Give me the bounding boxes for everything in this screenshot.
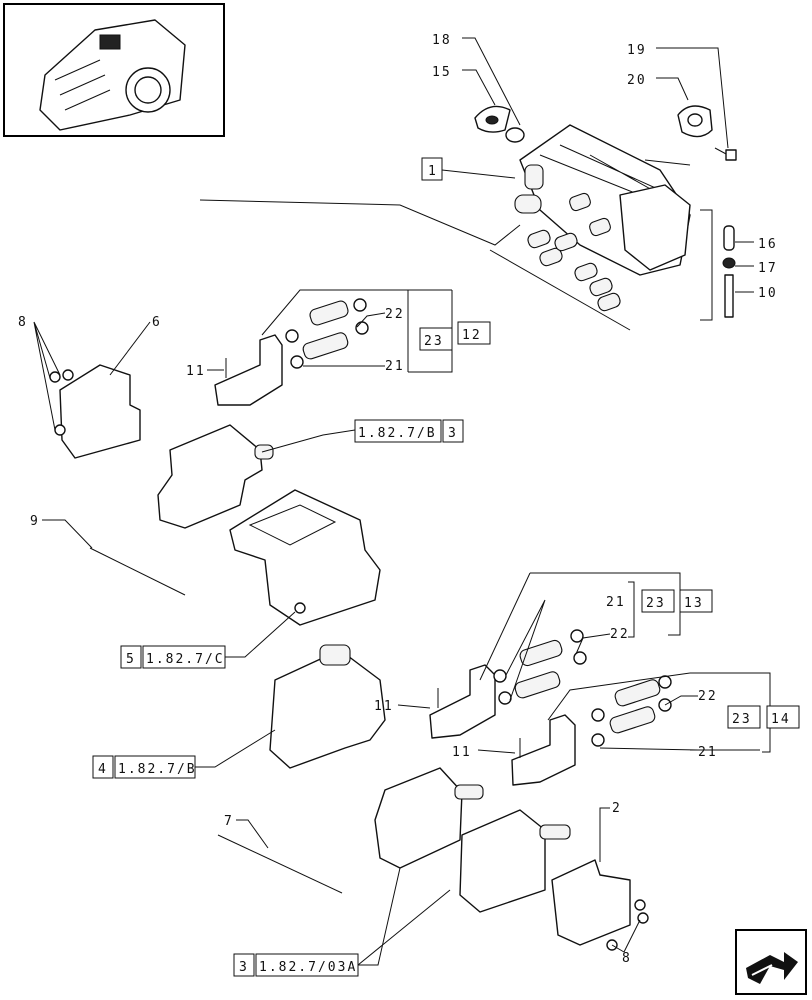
valve-body-lower-b [459, 809, 571, 913]
part-9-rod [89, 547, 186, 596]
svg-text:11: 11 [186, 364, 206, 379]
svg-text:1.82.7/B: 1.82.7/B [118, 762, 197, 777]
ref-1-82-7-B-upper[interactable]: 1.82.7/B [354, 419, 442, 443]
svg-text:1.82.7/C: 1.82.7/C [146, 652, 225, 667]
callout-23-lower[interactable]: 23 [727, 705, 761, 729]
svg-text:3: 3 [239, 960, 249, 975]
svg-text:8: 8 [622, 951, 632, 966]
part-19-bolt [714, 147, 737, 161]
part-6-plate [49, 364, 141, 459]
spool-group-12 [214, 298, 369, 406]
svg-text:10: 10 [758, 286, 778, 301]
svg-text:1: 1 [428, 164, 438, 179]
part-17-washer [722, 257, 736, 269]
part-16-bolt [723, 225, 735, 251]
callout-1[interactable]: 1 [421, 157, 443, 181]
callout-4[interactable]: 4 [92, 755, 114, 779]
svg-text:7: 7 [224, 814, 234, 829]
housing-part-5 [229, 489, 381, 626]
svg-text:2: 2 [612, 801, 622, 816]
part-7-rod [217, 834, 343, 894]
valve-body-part-4 [269, 644, 386, 769]
part-20-flange [677, 105, 713, 138]
plain-labels: 18 15 19 20 16 17 10 8 6 22 21 11 9 21 2… [18, 33, 778, 966]
part-18-oring [505, 127, 525, 143]
callout-13[interactable]: 13 [679, 589, 713, 613]
svg-text:3: 3 [448, 426, 458, 441]
svg-text:14: 14 [771, 712, 791, 727]
svg-text:18: 18 [432, 33, 452, 48]
ref-1-82-7-B-lower[interactable]: 1.82.7/B [114, 755, 197, 779]
valve-body-upper [157, 424, 274, 529]
spool-group-13 [429, 629, 587, 739]
callout-12[interactable]: 12 [457, 321, 491, 345]
control-valve-assembly [514, 124, 691, 312]
svg-text:21: 21 [385, 359, 405, 374]
svg-text:23: 23 [646, 596, 666, 611]
part-15-cover [474, 105, 511, 133]
svg-text:11: 11 [374, 699, 394, 714]
svg-text:17: 17 [758, 261, 778, 276]
svg-text:22: 22 [385, 307, 405, 322]
svg-text:8: 8 [18, 315, 28, 330]
svg-text:21: 21 [698, 745, 718, 760]
svg-text:5: 5 [126, 652, 136, 667]
page-navigation-arrow-icon[interactable] [735, 929, 807, 995]
leader-lines [33, 37, 771, 966]
svg-text:19: 19 [627, 43, 647, 58]
callout-5[interactable]: 5 [120, 645, 142, 669]
part-2-plate [551, 859, 649, 951]
spool-group-14 [511, 675, 672, 786]
svg-text:13: 13 [684, 596, 704, 611]
part-10-stud [724, 274, 734, 318]
svg-text:21: 21 [606, 595, 626, 610]
svg-text:9: 9 [30, 514, 40, 529]
transmission-thumbnail-icon [39, 19, 186, 131]
svg-text:22: 22 [610, 627, 630, 642]
thumbnail-frame[interactable] [3, 3, 225, 137]
ref-1-82-7-03A[interactable]: 1.82.7/03A [255, 953, 359, 977]
callout-3-lower[interactable]: 3 [233, 953, 255, 977]
callout-14[interactable]: 14 [766, 705, 800, 729]
svg-text:22: 22 [698, 689, 718, 704]
callout-23-upper[interactable]: 23 [419, 327, 453, 351]
svg-text:4: 4 [98, 762, 108, 777]
svg-text:11: 11 [452, 745, 472, 760]
svg-text:20: 20 [627, 73, 647, 88]
ref-1-82-7-C[interactable]: 1.82.7/C [142, 645, 226, 669]
svg-text:1.82.7/B: 1.82.7/B [358, 426, 437, 441]
svg-text:6: 6 [152, 315, 162, 330]
svg-text:15: 15 [432, 65, 452, 80]
svg-text:16: 16 [758, 237, 778, 252]
svg-text:1.82.7/03A: 1.82.7/03A [259, 960, 357, 975]
svg-text:12: 12 [462, 328, 482, 343]
svg-text:23: 23 [732, 712, 752, 727]
valve-body-lower-a [374, 767, 484, 869]
svg-text:23: 23 [424, 334, 444, 349]
callout-3-upper[interactable]: 3 [442, 419, 464, 443]
callout-23-middle[interactable]: 23 [641, 589, 675, 613]
